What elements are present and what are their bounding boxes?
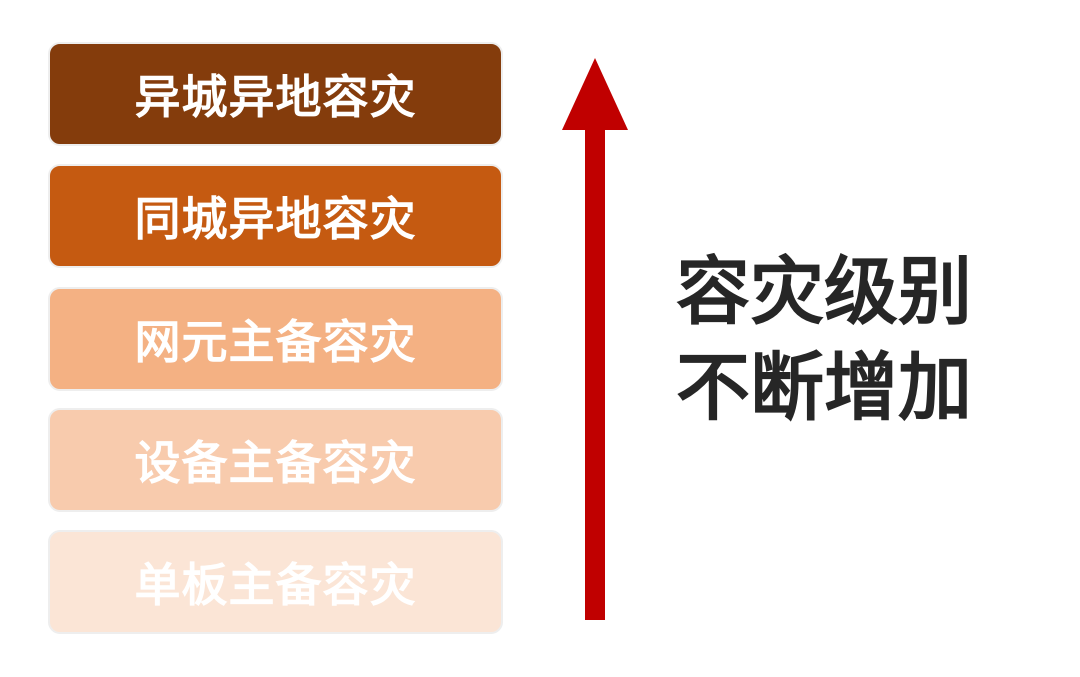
level-box-same-city: 同城异地容灾 <box>48 164 503 268</box>
level-label: 单板主备容灾 <box>134 558 417 612</box>
up-arrow-icon <box>562 58 628 620</box>
level-label: 网元主备容灾 <box>134 315 417 369</box>
level-label: 异城异地容灾 <box>134 70 417 124</box>
level-box-device: 设备主备容灾 <box>48 408 503 512</box>
caption: 容灾级别 不断增加 <box>676 244 1036 436</box>
level-box-network-element: 网元主备容灾 <box>48 287 503 391</box>
level-label: 同城异地容灾 <box>134 192 417 246</box>
caption-line-1: 容灾级别 <box>676 249 972 335</box>
arrow-head <box>562 58 628 130</box>
caption-line-2: 不断增加 <box>676 345 972 431</box>
level-box-board: 单板主备容灾 <box>48 530 503 634</box>
arrow-shaft <box>585 125 605 620</box>
level-label: 设备主备容灾 <box>134 436 417 490</box>
level-box-remote-city: 异城异地容灾 <box>48 42 503 146</box>
